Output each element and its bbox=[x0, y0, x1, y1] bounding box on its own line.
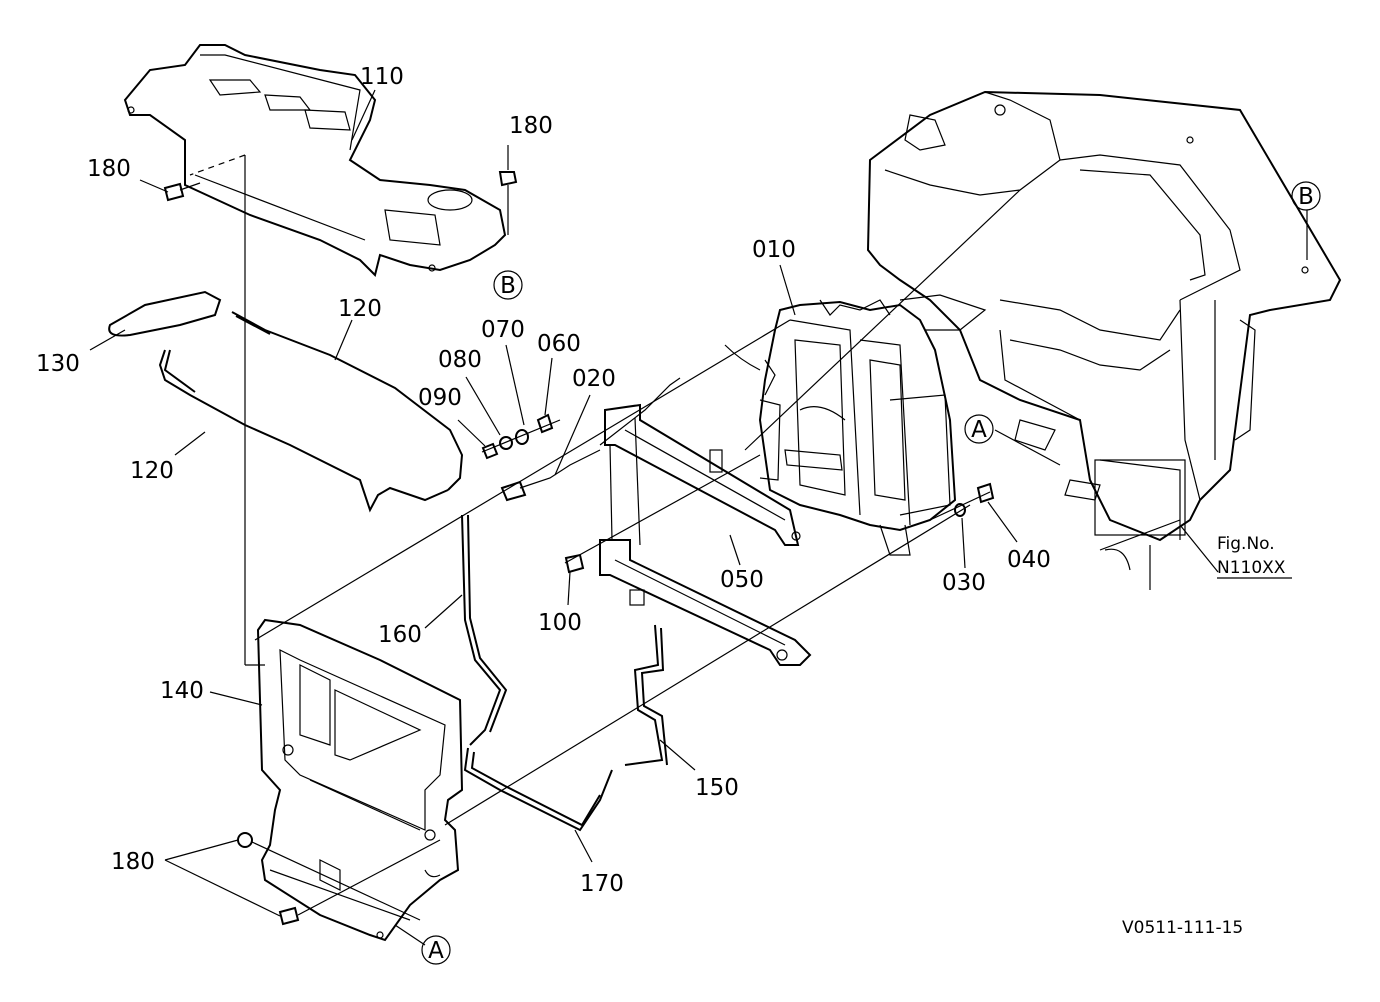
label-140: 140 bbox=[160, 678, 204, 704]
label-050: 050 bbox=[720, 567, 764, 593]
callout-b-right: B bbox=[1291, 181, 1321, 211]
label-150: 150 bbox=[695, 775, 739, 801]
label-090: 090 bbox=[418, 385, 462, 411]
bolt-180-right bbox=[498, 171, 518, 235]
label-040: 040 bbox=[1007, 547, 1051, 573]
hose-150 bbox=[624, 624, 668, 766]
label-110: 110 bbox=[360, 64, 404, 90]
fig-ref-number: N110XX bbox=[1217, 558, 1286, 578]
cab-frame bbox=[866, 90, 1342, 590]
label-120-top: 120 bbox=[338, 296, 382, 322]
label-030: 030 bbox=[942, 570, 986, 596]
hose-170 bbox=[463, 747, 613, 832]
hose-160 bbox=[461, 514, 508, 746]
label-010: 010 bbox=[752, 237, 796, 263]
hose-130 bbox=[108, 290, 222, 337]
duct-140 bbox=[256, 618, 464, 942]
small-parts bbox=[481, 377, 995, 574]
callout-a-right-text: A bbox=[971, 417, 987, 443]
label-080: 080 bbox=[438, 347, 482, 373]
label-180-bottom: 180 bbox=[111, 849, 155, 875]
label-160: 160 bbox=[378, 622, 422, 648]
label-060: 060 bbox=[537, 331, 581, 357]
hose-120-bottom bbox=[158, 349, 449, 513]
hose-120-top bbox=[231, 311, 464, 491]
label-180-left: 180 bbox=[87, 156, 131, 182]
label-020: 020 bbox=[572, 366, 616, 392]
label-130: 130 bbox=[36, 351, 80, 377]
callout-a-bottom-text: A bbox=[428, 938, 444, 964]
label-100: 100 bbox=[538, 610, 582, 636]
bracket-050-lower bbox=[599, 417, 812, 666]
label-180-right: 180 bbox=[509, 113, 553, 139]
callout-b-left-text: B bbox=[500, 273, 516, 299]
callout-b-right-text: B bbox=[1298, 184, 1314, 210]
callout-b-left: B bbox=[493, 270, 523, 300]
fig-ref-title: Fig.No. bbox=[1217, 534, 1275, 554]
label-120-bottom: 120 bbox=[130, 458, 174, 484]
assembly-lines bbox=[189, 154, 1181, 921]
label-170: 170 bbox=[580, 871, 624, 897]
top-cover-110 bbox=[123, 44, 507, 277]
label-070: 070 bbox=[481, 317, 525, 343]
drawing-code: V0511-111-15 bbox=[1122, 918, 1243, 938]
bolt-180-bottom bbox=[237, 832, 300, 926]
bolt-180-left bbox=[163, 182, 201, 202]
leader-lines bbox=[89, 89, 1308, 946]
callout-a-bottom: A bbox=[421, 935, 451, 965]
callout-a-right: A bbox=[964, 414, 994, 444]
